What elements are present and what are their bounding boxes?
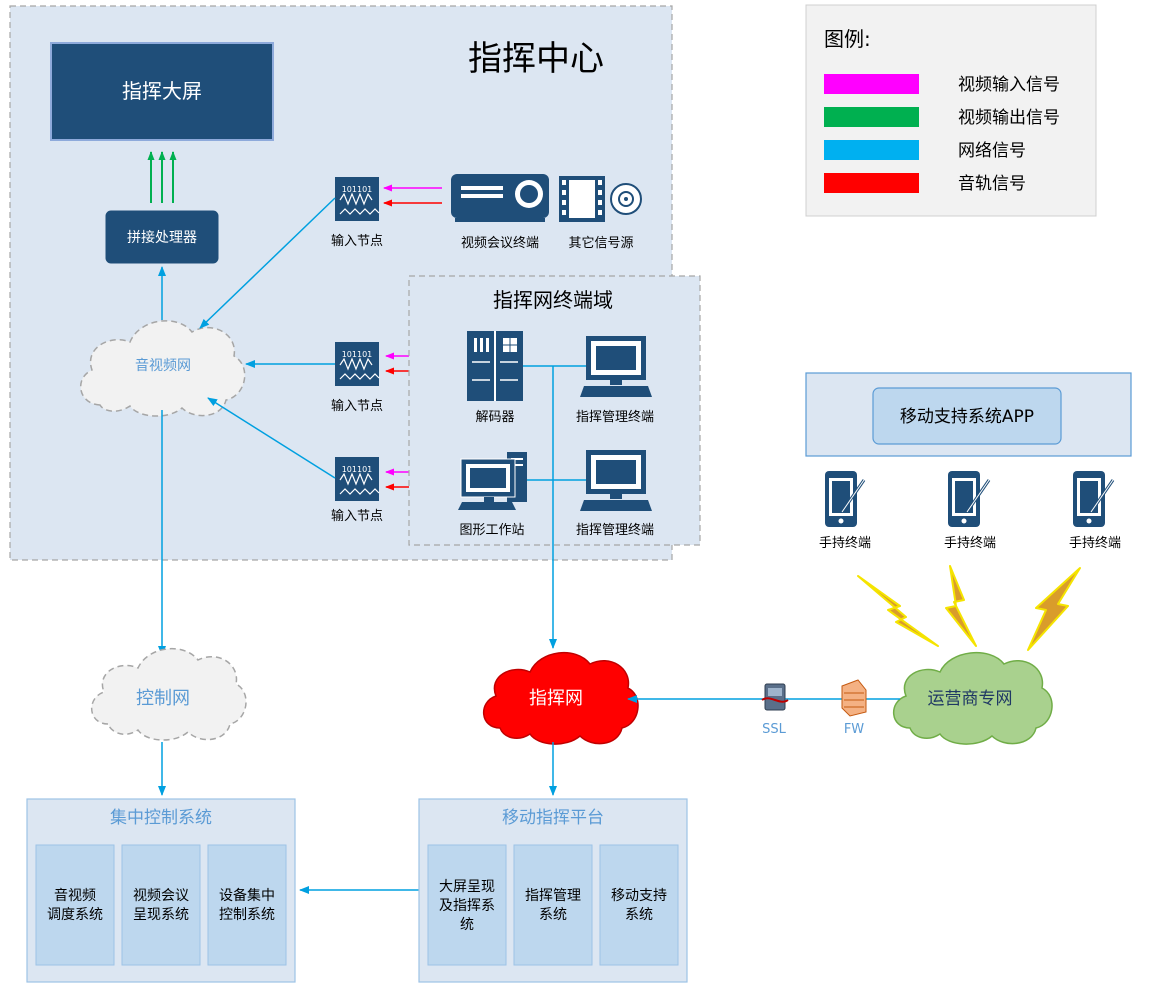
handheld-1-label: 手持终端 xyxy=(819,535,871,551)
decoder-label: 解码器 xyxy=(475,410,514,425)
central-control-title: 集中控制系统 xyxy=(110,808,212,828)
wireless-signal-icon-1 xyxy=(857,575,939,647)
mobile-app-label: 移动支持系统APP xyxy=(900,407,1034,427)
legend-label-audio: 音轨信号 xyxy=(958,174,1026,194)
mobile-app-box xyxy=(872,387,1062,445)
link-node3-to-av xyxy=(207,397,336,479)
film-icon xyxy=(559,176,605,222)
legend-swatch-video-out xyxy=(824,107,919,127)
handheld-3-label: 手持终端 xyxy=(1069,535,1121,551)
splicer-label: 拼接处理器 xyxy=(127,229,197,246)
mobile-platform-item-2-line1: 指挥管理 xyxy=(525,888,581,904)
central-control-item-3 xyxy=(207,844,287,966)
central-control-item-1-line1: 音视频 xyxy=(54,887,96,904)
mobile-platform-title: 移动指挥平台 xyxy=(502,808,604,828)
big-screen-label: 指挥大屏 xyxy=(122,79,202,103)
carrier-network-cloud xyxy=(892,651,1053,745)
disc-icon xyxy=(610,183,642,215)
mobile-platform-item-1-line2: 及指挥系 xyxy=(439,898,495,914)
legend-swatch-audio xyxy=(824,173,919,193)
central-control-item-3-line2: 控制系统 xyxy=(219,907,275,923)
legend-label-video-out: 视频输出信号 xyxy=(958,108,1060,128)
central-control-item-2-line1: 视频会议 xyxy=(133,888,189,904)
other-source-label: 其它信号源 xyxy=(568,235,633,251)
splicer-box xyxy=(105,210,219,264)
firewall-icon xyxy=(841,679,867,717)
mobile-platform-item-1-line1: 大屏呈现 xyxy=(439,879,495,895)
carrier-network-label: 运营商专网 xyxy=(928,689,1013,709)
ssl-label: SSL xyxy=(762,722,787,737)
terminal-domain-title: 指挥网终端域 xyxy=(493,288,613,312)
central-control-item-2 xyxy=(121,844,201,966)
legend-title: 图例: xyxy=(824,27,871,51)
legend-label-network: 网络信号 xyxy=(958,141,1026,161)
handheld-icon-1 xyxy=(825,471,866,527)
command-center-title: 指挥中心 xyxy=(468,39,604,79)
mobile-platform-item-1-line3: 统 xyxy=(460,917,474,933)
handheld-icon-2 xyxy=(948,471,991,527)
mobile-platform-item-3-line2: 系统 xyxy=(625,907,653,923)
workstation-label: 图形工作站 xyxy=(459,523,524,538)
control-network-label: 控制网 xyxy=(136,688,190,709)
mobile-platform-item-3 xyxy=(599,844,679,966)
decoder-icon xyxy=(467,331,523,401)
central-control-item-2-line2: 呈现系统 xyxy=(133,907,189,923)
mobile-platform-item-2 xyxy=(513,844,593,966)
central-control-item-3-line1: 设备集中 xyxy=(219,887,275,904)
mgmt-terminal-1-label: 指挥管理终端 xyxy=(576,409,654,425)
central-control-item-1 xyxy=(35,844,115,966)
legend-swatch-network xyxy=(824,140,919,160)
input-node-2-label: 输入节点 xyxy=(331,398,383,414)
mgmt-terminal-2-label: 指挥管理终端 xyxy=(576,522,654,538)
terminal-domain-region xyxy=(408,275,701,546)
input-node-3-label: 输入节点 xyxy=(331,508,383,524)
ssl-gateway-icon xyxy=(761,683,789,711)
central-control-item-1-line2: 调度系统 xyxy=(47,907,103,923)
link-node1-to-av xyxy=(199,197,336,329)
av-network-label: 音视频网 xyxy=(135,357,191,374)
monitor-icon-1 xyxy=(580,336,652,397)
handheld-icon-3 xyxy=(1073,471,1115,527)
projector-icon xyxy=(451,174,549,222)
wireless-signal-icon-3 xyxy=(1027,567,1081,651)
command-network-cloud xyxy=(482,651,639,745)
mobile-platform-item-2-line2: 系统 xyxy=(539,907,567,923)
workstation-icon xyxy=(458,452,527,510)
input-node-3: 101101 xyxy=(335,457,380,501)
mobile-platform-item-1 xyxy=(427,844,507,966)
svg-text:101101: 101101 xyxy=(342,350,373,359)
legend-label-video-in: 视频输入信号 xyxy=(958,75,1060,95)
input-node-1-label: 输入节点 xyxy=(331,233,383,249)
big-screen-box xyxy=(50,42,274,141)
control-network-cloud xyxy=(90,647,247,741)
svg-text:101101: 101101 xyxy=(342,465,373,474)
handheld-2-label: 手持终端 xyxy=(944,535,996,551)
input-node-1: 101101 xyxy=(335,177,380,221)
mobile-platform-item-3-line1: 移动支持 xyxy=(611,888,667,904)
legend-swatch-video-in xyxy=(824,74,919,94)
monitor-icon-2 xyxy=(580,450,652,511)
fw-label: FW xyxy=(844,722,864,737)
input-node-2: 101101 xyxy=(335,342,380,386)
wireless-signal-icon-2 xyxy=(945,565,977,647)
av-network-cloud xyxy=(79,320,246,417)
command-network-label: 指挥网 xyxy=(529,688,583,709)
video-conf-label: 视频会议终端 xyxy=(461,235,539,251)
svg-text:101101: 101101 xyxy=(342,185,373,194)
